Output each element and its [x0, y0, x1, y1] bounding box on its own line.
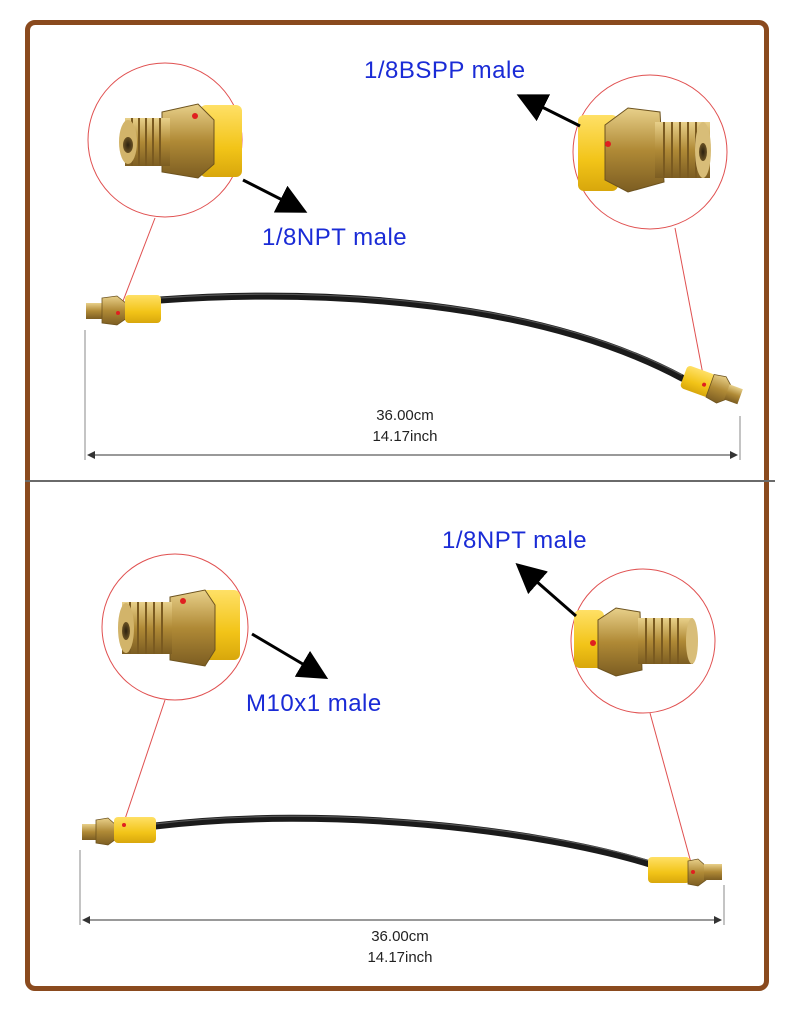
arrow-right-1 — [516, 94, 581, 128]
zoom-circle-right-1 — [572, 74, 728, 230]
dimension-label-1: 36.00cm 14.17inch — [340, 405, 470, 447]
panel-divider — [25, 480, 775, 482]
callout-right-1: 1/8BSPP male — [364, 57, 526, 84]
zoom-circle-right-2 — [570, 568, 716, 714]
panel-2 — [79, 553, 725, 925]
callout-left-2: M10x1 male — [246, 690, 382, 717]
length-inch-1: 14.17inch — [372, 428, 438, 445]
zoom-circle-left-1 — [87, 62, 243, 218]
dimension-line-1 — [84, 330, 741, 460]
length-cm-1: 36.00cm — [376, 407, 434, 424]
arrow-left-1 — [242, 178, 308, 213]
zoom-circle-left-2 — [101, 553, 249, 701]
dimension-line-2 — [79, 850, 725, 925]
length-cm-2: 36.00cm — [371, 928, 429, 945]
arrow-left-2 — [251, 632, 329, 680]
callout-left-1: 1/8NPT male — [262, 224, 408, 251]
dimension-label-2: 36.00cm 14.17inch — [335, 926, 465, 968]
length-inch-2: 14.17inch — [367, 949, 433, 966]
panel-1 — [84, 62, 743, 460]
callout-right-2: 1/8NPT male — [442, 527, 588, 554]
leader-line-right-2 — [649, 712, 694, 871]
hose-2 — [82, 814, 722, 887]
leader-line-right-1 — [674, 227, 706, 386]
leader-line-left-1 — [117, 217, 156, 315]
leader-line-left-2 — [123, 699, 166, 823]
arrow-right-2 — [515, 563, 577, 618]
hose-1 — [86, 292, 743, 405]
